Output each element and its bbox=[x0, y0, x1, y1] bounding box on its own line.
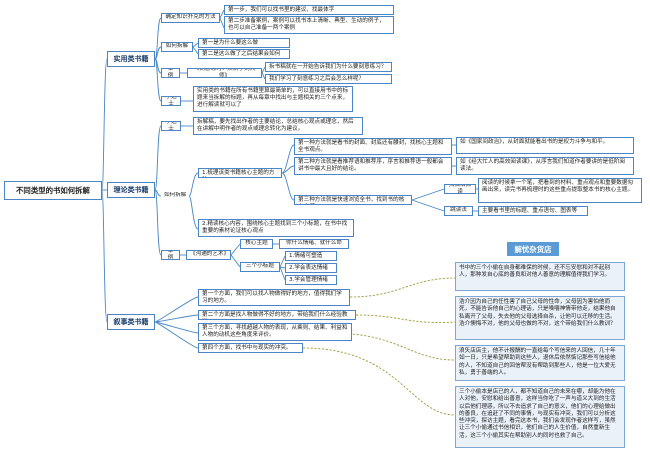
narrative-point-4[interactable]: 第四个方面，找书中与现实的冲突。 bbox=[198, 343, 303, 353]
sidebar-note-2: 浩介因为自己的任性害了自己父母的性命，父母因为害怕他而死，不能告诉他自己的心理话… bbox=[455, 296, 625, 340]
theory-subtitle-1[interactable]: 1.情绪可塑造 bbox=[285, 251, 337, 261]
practical-howto-label[interactable]: 如何拆解 bbox=[161, 42, 193, 52]
sidebar-note-1: 书中的三个小偷在自身都难保的时候，还不忘安慰和对不起别人，那种发自心底的善良和对… bbox=[455, 262, 625, 291]
theory-scan-label[interactable]: 扫描法阅读 bbox=[444, 184, 476, 194]
category-narrative-books[interactable]: 叙事类书籍 bbox=[107, 314, 155, 330]
category-practical-books[interactable]: 实用类书籍 bbox=[107, 51, 155, 67]
narrative-point-2[interactable]: 第二个方面是找人物做得不好的地方，带给我们什么经验教训。 bbox=[198, 310, 356, 320]
sidebar-note-3: 浪矢店店主，他不计报酬的一直给每个写信来的人回信，几十年如一日，只是希望帮助到这… bbox=[455, 345, 625, 381]
theory-method-2[interactable]: 2.精读核心内容，围绕核心主题找到三个小标题，在书中找重要的素材论证核心观点 bbox=[198, 219, 354, 237]
sidebar-note-4: 三个小偷本是店已的人，都不知道自己的未来在哪，却能为他在人对他，安慰和给出善意，… bbox=[455, 386, 625, 448]
theory-example-book[interactable]: 《沟通的艺术》 bbox=[186, 250, 231, 260]
category-theory-books[interactable]: 理论类书籍 bbox=[107, 182, 155, 198]
theory-method-1[interactable]: 1.梳理该类书籍核心主题的方法 bbox=[198, 168, 282, 178]
theory-tip-label[interactable]: 小贴士 bbox=[161, 121, 181, 131]
practical-step-2[interactable]: 第二步准备案例，案例可以找书本上清晰、典型、生动的例子，也可以自己准备一两个案例 bbox=[224, 16, 394, 34]
narrative-point-3[interactable]: 第三个方面，寻找超越人物的表现，从乘则、结果、利益和人物的动机这些角度来评价。 bbox=[198, 323, 352, 341]
theory-core-label[interactable]: 核心主题 bbox=[240, 239, 273, 249]
practical-example-b[interactable]: 我们学习了刻意练习之后会怎么样呢？ bbox=[265, 74, 392, 84]
practical-steps-label[interactable]: 确定知识扑克的方法 bbox=[161, 13, 220, 23]
theory-method-1b[interactable]: 第二种方法就是看推荐语和推荐序，序言和推荐语一般都会讲书中最大且好的结论。 bbox=[294, 157, 452, 175]
theory-core-text[interactable]: 你什么情绪、就什么命 bbox=[279, 239, 349, 249]
practical-question-1[interactable]: 第一是为什么要这么做 bbox=[198, 38, 290, 48]
theory-howto-label[interactable]: 如何拆解 bbox=[164, 192, 187, 198]
theory-method-1a[interactable]: 第一种方法就是看书的封面、封底还有腰封，找核心主题和全书观点。 bbox=[294, 138, 452, 155]
theory-example-label[interactable]: 举例 bbox=[161, 250, 180, 260]
practical-example-label[interactable]: 举例 bbox=[161, 68, 180, 78]
practical-question-2[interactable]: 第二是这么做了之后结果会如何 bbox=[198, 49, 290, 59]
theory-tip-text[interactable]: 拆解稿，要先找出作者的主要结论，总结核心观点或理念，然后在讲解中明作者的观点或理… bbox=[193, 117, 363, 135]
theory-method-1c[interactable]: 第三种方法就是快速浏览全书，找到书的核心主题。 bbox=[294, 195, 412, 205]
practical-example-a[interactable]: 拆书稿就在一开始告诉我们为什么要刻意练习？ bbox=[265, 62, 392, 72]
root-topic[interactable]: 不同类型的书如何拆解 bbox=[4, 181, 102, 200]
practical-tip-label[interactable]: 小贴士 bbox=[161, 96, 181, 106]
theory-subtitle-2[interactable]: 2.学会表达情绪 bbox=[285, 263, 337, 273]
theory-example-2[interactable]: 如《经大忙人的高效阅读课》，从序言我们知道作者要讲的是低阶阅读法。 bbox=[456, 157, 634, 175]
narrative-point-1[interactable]: 第一个方面，我们可以找人物做得好的地方，值得我们学习的地方。 bbox=[198, 289, 350, 306]
theory-scan-text[interactable]: 阅读的时候拿一个笔，把看到的材料、重点观点和重要数据勾画出来，读完书再梳理时的这… bbox=[478, 178, 642, 203]
sidebar-title: 解忧杂货店 bbox=[507, 242, 559, 256]
theory-skim-text[interactable]: 主要看书里的标题、重点语句、图表等 bbox=[478, 206, 588, 216]
theory-subtitles-label[interactable]: 三个小标题 bbox=[240, 262, 280, 272]
practical-step-1[interactable]: 第一步，我们可以找书里的建议、找最体字 bbox=[224, 5, 394, 15]
theory-subtitle-3[interactable]: 3.学会管理情绪 bbox=[285, 275, 337, 285]
practical-example-book[interactable]: 《刻意练习：从新手到大师》 bbox=[187, 68, 262, 78]
practical-tip-text[interactable]: 实用类的书籍在所有书籍里算最简单的，可以直接用书中的标题来当拆解的标题，再从每章… bbox=[193, 86, 353, 112]
theory-example-1[interactable]: 如《国家间政治》，从封面就能看出书的是权力斗争与和平。 bbox=[456, 137, 634, 154]
theory-skim-label[interactable]: 跳读法 bbox=[444, 206, 473, 216]
